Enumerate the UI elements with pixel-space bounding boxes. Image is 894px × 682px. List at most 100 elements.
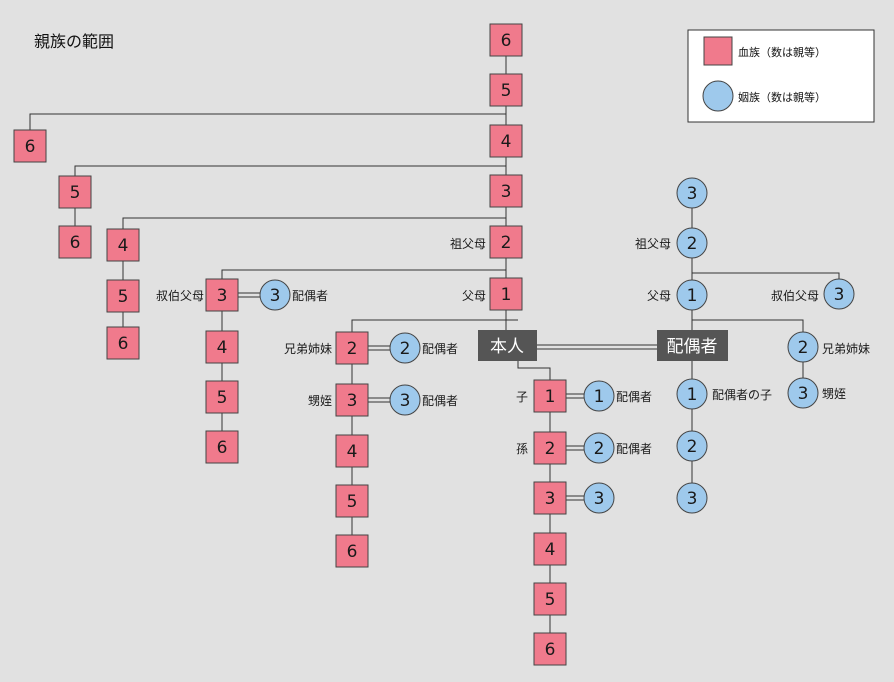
- blood-node: 5: [205, 380, 239, 414]
- node-degree: 3: [798, 384, 809, 404]
- affinity-node: 2: [583, 432, 615, 464]
- blood-node: 3: [533, 481, 567, 515]
- relation-label: 兄弟姉妹: [822, 341, 870, 356]
- node-degree: 3: [501, 182, 512, 202]
- legend-blood-swatch: [703, 36, 733, 66]
- blood-node: 4: [489, 124, 523, 158]
- relation-label: 叔伯父母: [156, 288, 204, 303]
- node-degree: 3: [217, 286, 228, 306]
- relationship-labels: 祖父母 父母 叔伯父母 配偶者 兄弟姉妹 配偶者 甥姪 配偶者 子 配偶者 孫 …: [156, 236, 870, 456]
- relation-label: 叔伯父母: [771, 288, 819, 303]
- connector-line: [351, 319, 518, 553]
- node-degree: 2: [347, 339, 358, 359]
- node-degree: 6: [347, 542, 358, 562]
- node-degree: 5: [118, 287, 129, 307]
- self-box-bg: [478, 330, 537, 361]
- node-degree: 1: [687, 385, 698, 405]
- blood-node: 6: [489, 23, 523, 57]
- blood-node: 4: [335, 434, 369, 468]
- affinity-node: 2: [676, 430, 708, 462]
- affinity-node: 1: [583, 380, 615, 412]
- affinity-node: 3: [259, 279, 291, 311]
- node-degree: 2: [798, 338, 809, 358]
- node-degree: 6: [501, 31, 512, 51]
- affinity-node: 1: [676, 279, 708, 311]
- relation-label: 配偶者: [422, 342, 458, 356]
- spouse-box: 配偶者: [657, 330, 728, 361]
- blood-node: 2: [335, 331, 369, 365]
- relation-label: 配偶者: [616, 390, 652, 404]
- relation-label: 甥姪: [822, 387, 846, 401]
- affinity-node: 3: [823, 278, 855, 310]
- relation-label: 父母: [462, 289, 486, 303]
- affinity-node: 1: [676, 378, 708, 410]
- node-degree: 2: [545, 439, 556, 459]
- relation-label: 配偶者の子: [712, 388, 772, 402]
- relation-label: 配偶者: [292, 289, 328, 303]
- blood-node: 1: [533, 379, 567, 413]
- connector-line: [74, 165, 506, 242]
- legend: 血族（数は親等） 姻族（数は親等）: [687, 29, 875, 123]
- node-degree: 2: [594, 439, 605, 459]
- node-degree: 5: [347, 492, 358, 512]
- affinity-node: 2: [389, 332, 421, 364]
- relation-label: 配偶者: [422, 394, 458, 408]
- node-degree: 3: [594, 489, 605, 509]
- relation-label: 兄弟姉妹: [284, 341, 332, 356]
- node-degree: 4: [118, 236, 129, 256]
- diagram-title: 親族の範囲: [34, 32, 114, 51]
- node-degree: 6: [118, 334, 129, 354]
- node-degree: 3: [400, 391, 411, 411]
- blood-node: 3: [489, 174, 523, 208]
- node-degree: 3: [687, 489, 698, 509]
- node-degree: 4: [217, 338, 228, 358]
- relation-label: 父母: [647, 289, 671, 303]
- blood-node: 5: [489, 73, 523, 107]
- self-box: 本人: [478, 330, 537, 361]
- relation-label: 子: [516, 390, 528, 404]
- spouse-box-bg: [657, 330, 728, 361]
- node-degree: 4: [545, 540, 556, 560]
- blood-node: 3: [205, 278, 239, 312]
- spouse-label: 配偶者: [667, 337, 718, 357]
- affinity-node: 3: [583, 482, 615, 514]
- relation-label: 孫: [516, 442, 528, 456]
- node-degree: 5: [501, 81, 512, 101]
- blood-node: 6: [106, 326, 140, 360]
- node-degree: 2: [501, 233, 512, 253]
- connector-line: [29, 113, 506, 148]
- blood-node: 6: [13, 129, 47, 163]
- node-degree: 1: [545, 387, 556, 407]
- node-degree: 1: [501, 285, 512, 305]
- blood-node: 5: [58, 175, 92, 209]
- node-degree: 2: [687, 234, 698, 254]
- self-label: 本人: [490, 337, 524, 357]
- blood-node: 2: [489, 225, 523, 259]
- blood-node: 6: [335, 534, 369, 568]
- node-degree: 2: [400, 339, 411, 359]
- blood-node: 1: [489, 277, 523, 311]
- node-degree: 3: [687, 184, 698, 204]
- node-degree: 3: [270, 286, 281, 306]
- legend-blood-label: 血族（数は親等）: [738, 45, 826, 59]
- node-degree: 1: [687, 286, 698, 306]
- node-degree: 6: [545, 640, 556, 660]
- blood-node: 6: [58, 225, 92, 259]
- spouse-double-lines: [238, 292, 657, 501]
- connector-line: [692, 319, 804, 393]
- node-degree: 5: [545, 590, 556, 610]
- blood-node: 4: [106, 228, 140, 262]
- relation-label: 祖父母: [450, 236, 486, 251]
- affinity-node: 3: [389, 384, 421, 416]
- node-degree: 6: [217, 438, 228, 458]
- blood-node: 6: [533, 632, 567, 666]
- blood-node: 4: [205, 330, 239, 364]
- relation-label: 配偶者: [616, 442, 652, 456]
- node-degree: 4: [501, 132, 512, 152]
- affinity-node: 3: [676, 482, 708, 514]
- blood-node: 6: [205, 430, 239, 464]
- node-degree: 6: [70, 233, 81, 253]
- blood-node: 4: [533, 532, 567, 566]
